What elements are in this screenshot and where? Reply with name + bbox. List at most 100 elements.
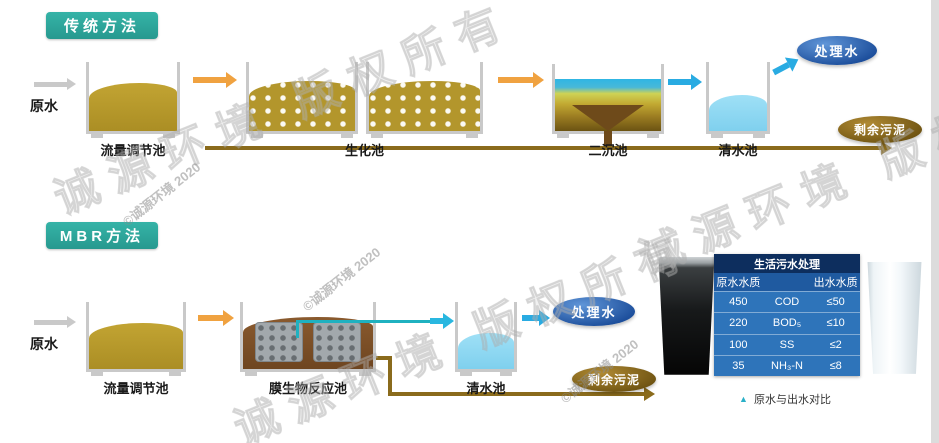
triangle-marker-icon: ▲: [739, 394, 748, 404]
flow-arrow-icon: [498, 72, 544, 88]
clear-water-tank-label: 清水池: [718, 143, 758, 158]
tank-interior: [89, 302, 183, 369]
bio-tank-label: 生化池: [344, 143, 384, 158]
flow-arrow-icon: [193, 72, 237, 88]
tank-interior: [243, 302, 373, 369]
olive-liquid: [89, 323, 183, 369]
page-edge-strip: [931, 0, 939, 443]
col-header-out: 出水水质: [813, 277, 858, 289]
mbr-method-badge: MBR方法: [46, 222, 158, 249]
flow-arrow-icon: [668, 74, 702, 90]
flow-arrow-icon: [198, 310, 234, 326]
parameter: SS: [779, 338, 795, 351]
tank-foot: [371, 131, 383, 138]
tank-interior: [249, 62, 355, 131]
watermark-copyright: ©诚源环境 2020: [119, 159, 204, 230]
sludge-line: [388, 392, 644, 396]
raw-water-glass: [658, 257, 715, 375]
col-header-spacer: [763, 273, 812, 291]
clear-water: [458, 333, 514, 369]
regulation-tank-label: 流量调节池: [100, 143, 166, 158]
arrow-shaft: [34, 81, 67, 87]
comparison-caption: ▲ 原水与出水对比: [700, 391, 870, 407]
flow-arrow-icon: [770, 52, 803, 79]
membrane-module: [255, 322, 303, 362]
tank-foot: [163, 131, 175, 138]
permeate-arrow-icon: [430, 313, 454, 329]
tank-foot: [251, 131, 263, 138]
raw-value: 220: [729, 317, 748, 330]
arrow-head: [223, 310, 234, 326]
raw-value: 35: [732, 359, 745, 372]
raw-water-label: 原水: [30, 98, 58, 114]
sedimentation-tank: [552, 64, 664, 146]
sludge-line: [374, 356, 392, 360]
membrane-tank-label: 膜生物反应池: [268, 381, 347, 396]
bio-tank-1: [246, 62, 358, 138]
table-title: 生活污水处理: [714, 254, 860, 273]
raw-water-inflow-arrow-icon: [34, 76, 76, 92]
excess-sludge-oval-mbr: 剩余污泥: [572, 366, 656, 392]
membrane-module: [313, 322, 361, 362]
clear-water-tank: [706, 62, 770, 138]
arrow-head: [691, 74, 702, 90]
clear-water: [709, 95, 767, 131]
parameter: COD: [774, 296, 800, 309]
tank-foot: [169, 369, 181, 376]
bio-tank-2: [366, 62, 483, 138]
sludge-arrow-head: [881, 141, 892, 155]
tank-foot: [500, 369, 512, 376]
sludge-discharge-stem: [604, 131, 612, 146]
aerated-liquid: [249, 81, 355, 131]
arrow-head: [67, 78, 76, 90]
tank-foot: [341, 131, 353, 138]
tank-foot: [711, 131, 723, 138]
sludge-line: [388, 356, 392, 396]
tank-interior: [709, 62, 767, 131]
arrow-head: [533, 72, 544, 88]
membrane-bioreactor-tank: [240, 302, 376, 376]
regulation-tank-label-mbr: 流量调节池: [103, 381, 169, 396]
table-row: 35 NH₃-N ≤8: [714, 354, 860, 376]
parameter: BOD₅: [772, 317, 802, 330]
table-row: 100 SS ≤2: [714, 333, 860, 355]
treated-water-glass: [867, 262, 922, 374]
sedimentation-tank-label: 二沉池: [588, 143, 628, 158]
out-value: ≤10: [826, 317, 845, 330]
tank-foot: [91, 131, 103, 138]
arrow-shaft: [522, 315, 539, 321]
permeate-pipe-horizontal: [296, 320, 430, 323]
tank-interior: [89, 62, 177, 131]
table-row: 450 COD ≤50: [714, 291, 860, 313]
table-row: 220 BOD₅ ≤10: [714, 312, 860, 334]
arrow-shaft: [193, 77, 226, 83]
tank-foot: [753, 131, 765, 138]
sludge-line: [205, 146, 881, 150]
arrow-shaft: [430, 318, 443, 324]
sludge-funnel: [572, 105, 644, 131]
treated-water-oval-mbr: 处理水: [553, 297, 635, 326]
out-value: ≤8: [829, 359, 842, 372]
tank-foot: [647, 131, 659, 138]
aerated-liquid: [369, 81, 480, 131]
water-quality-table: 生活污水处理 原水水质 出水水质 450 COD ≤50 220 BOD₅ ≤1…: [714, 254, 860, 376]
tank-foot: [359, 369, 371, 376]
tank-foot: [460, 369, 472, 376]
arrow-head: [539, 310, 550, 326]
flow-arrow-icon: [522, 310, 550, 326]
sludge-arrow-head: [644, 387, 655, 401]
tank-foot: [245, 369, 257, 376]
tank-foot: [557, 131, 569, 138]
arrow-shaft: [498, 77, 533, 83]
raw-water-label: 原水: [30, 336, 58, 352]
permeate-pipe-vertical: [296, 322, 299, 338]
arrow-shaft: [198, 315, 223, 321]
raw-value: 100: [729, 338, 748, 351]
clear-water-tank-mbr: [455, 302, 517, 376]
olive-liquid: [89, 83, 177, 131]
caption-text: 原水与出水对比: [753, 394, 831, 406]
out-value: ≤2: [829, 338, 842, 351]
treated-water-oval: 处理水: [797, 36, 877, 65]
raw-value: 450: [729, 296, 748, 309]
